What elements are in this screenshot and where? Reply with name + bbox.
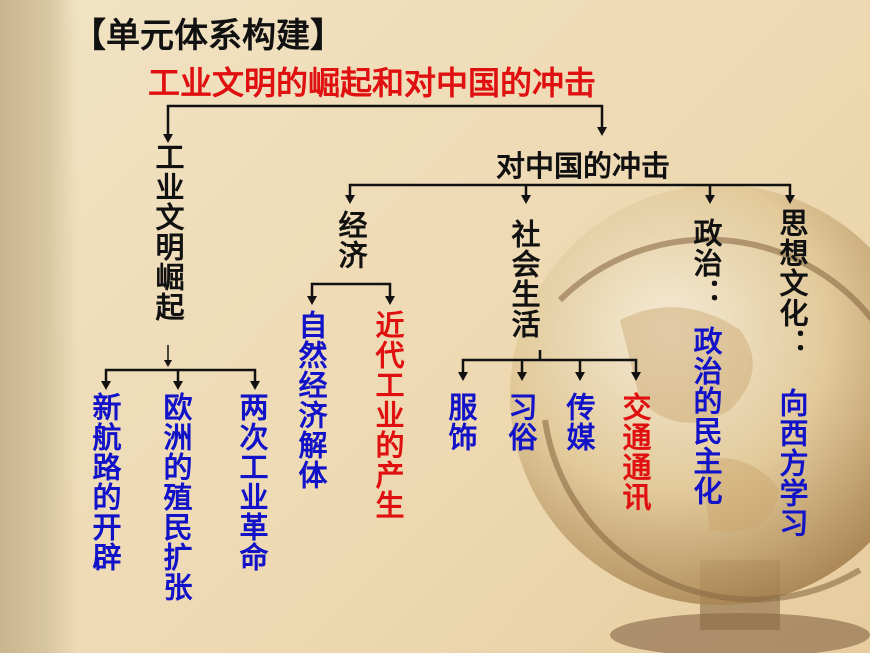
leaf-transport-communication: 交通通讯 xyxy=(618,392,652,512)
leaf-colonial-expansion: 欧洲的殖民扩张 xyxy=(159,392,193,602)
node-society: 社会生活 xyxy=(507,219,541,339)
node-thought: 思想文化： xyxy=(775,208,809,358)
node-politics: 政治： xyxy=(689,218,723,308)
leaf-clothing: 服饰 xyxy=(444,392,478,452)
section-header: 【单元体系构建】 xyxy=(72,16,344,56)
node-impact: 对中国的冲击 xyxy=(496,149,671,183)
leaf-democratization: 政治的民主化 xyxy=(689,326,723,506)
leaf-modern-industry: 近代工业的产生 xyxy=(371,310,405,520)
node-rise: 工业文明崛起 xyxy=(151,142,185,322)
node-economy: 经济 xyxy=(334,210,368,270)
leaf-natural-economy: 自然经济解体 xyxy=(294,310,328,490)
leaf-customs: 习俗 xyxy=(504,392,538,452)
leaf-industrial-revolutions: 两次工业革命 xyxy=(235,392,269,572)
diagram-title: 工业文明的崛起和对中国的冲击 xyxy=(148,64,597,102)
leaf-media: 传媒 xyxy=(562,392,596,452)
leaf-learn-from-west: 向西方学习 xyxy=(775,388,809,538)
leaf-new-route: 新航路的开辟 xyxy=(88,392,122,572)
antique-map-band xyxy=(0,0,78,653)
